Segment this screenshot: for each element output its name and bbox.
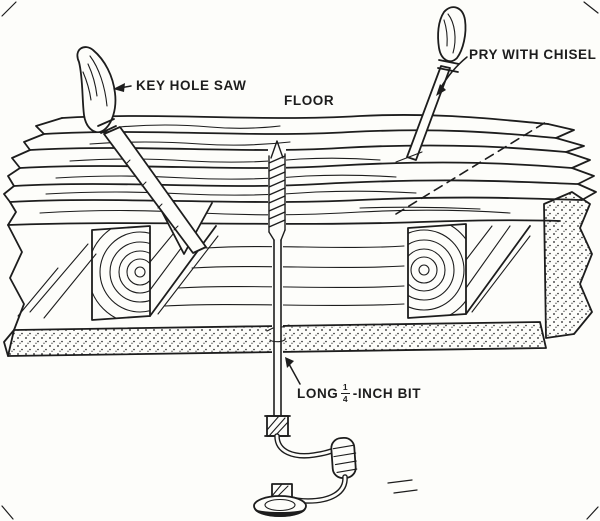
saw-ferrule — [97, 118, 115, 127]
pried-board-sliver — [395, 151, 423, 163]
chisel-arrow — [436, 56, 468, 96]
right-joist-side-edge — [465, 225, 531, 315]
right-joist-side-hatch — [465, 225, 531, 313]
board-left-torn-ends — [3, 117, 63, 203]
right-joist-growth-rings — [408, 224, 466, 318]
bit-fraction-denominator: 4 — [342, 393, 349, 404]
left-joist-growth-rings — [92, 226, 150, 320]
brace-grip — [330, 436, 358, 479]
brace-crank — [253, 415, 418, 517]
label-pry-with-chisel: PRY WITH CHISEL — [469, 47, 597, 62]
hidden-cut-dashed-line — [395, 121, 547, 215]
bit-shaft — [273, 239, 282, 417]
label-long-quarter-inch-bit: LONG 1 4 -INCH BIT — [297, 383, 421, 403]
auger-bit — [266, 140, 290, 418]
cavity-left-hatch — [17, 243, 97, 319]
bit-fraction: 1 4 — [341, 382, 350, 404]
cavity-left-torn-edge — [7, 224, 25, 331]
board-right-torn-ends — [547, 123, 597, 201]
bit-label-suffix: -INCH BIT — [352, 385, 422, 401]
label-arrows — [113, 56, 468, 385]
chisel — [395, 6, 467, 163]
label-floor: FLOOR — [284, 93, 335, 108]
saw-blade — [103, 126, 207, 254]
cavity-back-grain — [164, 245, 405, 307]
bit-fraction-numerator: 1 — [341, 382, 350, 394]
ceiling-hole-marks — [266, 324, 290, 343]
torn-edge-right — [543, 191, 593, 339]
left-joist-side-edge — [149, 225, 217, 317]
bit-label-prefix: LONG — [297, 385, 339, 401]
keyhole-saw — [76, 46, 207, 254]
saw-teeth — [125, 159, 179, 231]
keyhole-saw-arrow — [113, 83, 132, 92]
label-keyhole-saw: KEY HOLE SAW — [136, 78, 247, 93]
floorboards — [3, 114, 597, 203]
bit-arrow — [285, 357, 301, 385]
chisel-handle — [437, 6, 467, 62]
brace-head — [253, 495, 307, 517]
bit-screw — [268, 140, 286, 241]
motion-dashes — [387, 479, 418, 494]
chisel-ferrule — [438, 59, 460, 65]
chisel-handle-detail — [443, 13, 456, 54]
saw-handle-detail — [82, 55, 108, 107]
